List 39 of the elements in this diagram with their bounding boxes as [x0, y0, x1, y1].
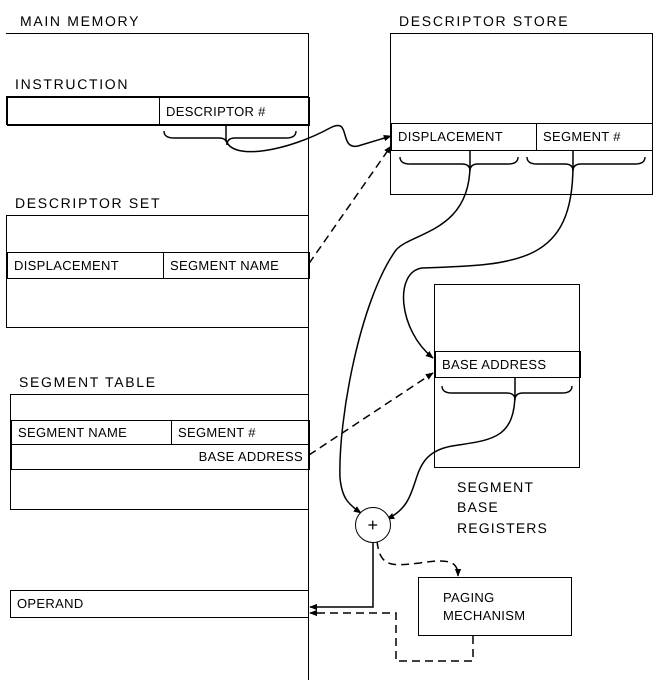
table-cell — [7, 252, 164, 279]
plus-sign: + — [368, 516, 378, 534]
cell-label: OPERAND — [17, 595, 84, 613]
table-cell — [11, 444, 310, 470]
empty-field-cell — [7, 97, 160, 126]
section-heading: DESCRIPTOR SET — [15, 196, 162, 210]
arrow — [386, 377, 516, 520]
table-cell — [171, 420, 310, 445]
process-box — [418, 577, 572, 636]
cell-label: PAGING MECHANISM — [443, 588, 526, 624]
arrow — [309, 543, 374, 610]
arrow — [339, 150, 471, 514]
section-heading: MAIN MEMORY — [20, 14, 140, 28]
table-cell — [163, 252, 310, 279]
section-heading: SEGMENT TABLE — [19, 375, 157, 389]
cell-label: SEGMENT NAME — [170, 256, 280, 274]
section-heading: DESCRIPTOR STORE — [399, 14, 570, 28]
arrow — [308, 372, 434, 456]
cell-label: DISPLACEMENT — [14, 256, 120, 274]
arrow — [376, 540, 461, 577]
cell-label: DESCRIPTOR # — [166, 102, 266, 120]
table-cell — [10, 590, 309, 618]
table-cell — [391, 123, 537, 151]
section-heading: INSTRUCTION — [15, 77, 130, 91]
cell-label: SEGMENT # — [543, 128, 621, 146]
table-cell — [159, 97, 310, 126]
table-cell — [536, 123, 653, 151]
table-cell — [435, 351, 581, 378]
arrow — [225, 124, 392, 152]
cell-label: BASE ADDRESS — [442, 356, 546, 374]
arrow — [309, 610, 474, 662]
cell-label: DISPLACEMENT — [398, 128, 504, 146]
section-heading: SEGMENT BASE REGISTERS — [457, 478, 549, 538]
arrow — [402, 150, 574, 359]
arrow — [308, 145, 392, 264]
cell-label: BASE ADDRESS — [198, 448, 303, 466]
cell-label: SEGMENT # — [178, 424, 256, 442]
table-cell — [11, 420, 172, 445]
cell-label: SEGMENT NAME — [18, 424, 128, 442]
